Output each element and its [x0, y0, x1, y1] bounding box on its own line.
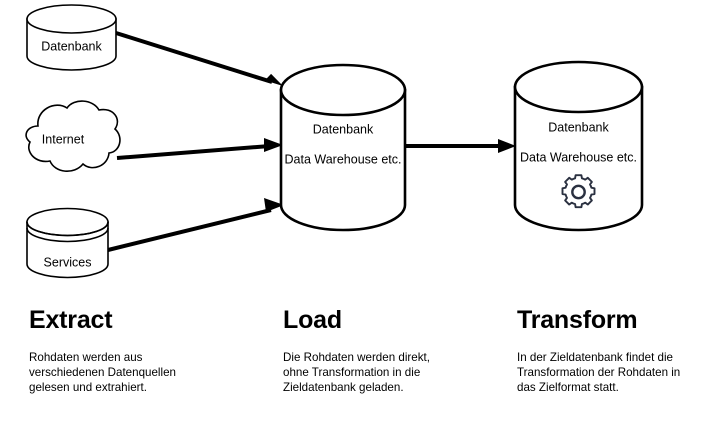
cylinder-top — [279, 63, 407, 117]
cylinder-top — [513, 60, 644, 114]
arrow-head — [498, 139, 516, 153]
datenbank-source-node[interactable]: Datenbank — [26, 4, 117, 71]
connector-services-to-load — [107, 198, 284, 252]
extract-body-text: Rohdaten werden aus verschiedenen Datenq… — [29, 351, 176, 395]
gear-center-hole — [571, 184, 586, 200]
load-body-text: Die Rohdaten werden direkt, ohne Transfo… — [283, 351, 430, 395]
transform-target-node[interactable]: Datenbank Data Warehouse etc. — [513, 60, 644, 232]
transform-body-text: In der Zieldatenbank findet die Transfor… — [517, 351, 681, 395]
internet-source-node[interactable]: Internet — [25, 100, 121, 172]
cylinder-body — [279, 88, 407, 232]
load-heading: Load — [283, 306, 342, 334]
disk-stack-ridge-1 — [26, 221, 109, 237]
connector-line — [107, 208, 272, 252]
connector-internet-to-load — [116, 138, 283, 160]
load-target-label-line1: Datenbank — [313, 122, 374, 136]
transform-target-label-line2: Data Warehouse etc. — [520, 150, 637, 164]
cloud-body — [25, 100, 121, 172]
arrow-head — [264, 138, 283, 152]
services-source-node[interactable]: Services — [26, 207, 109, 279]
arrow-head — [264, 73, 283, 86]
disk-stack-body — [26, 221, 109, 279]
disk-stack-ridge-2 — [26, 227, 109, 243]
connector-line — [116, 144, 271, 160]
load-target-label-line2: Data Warehouse etc. — [285, 152, 402, 166]
connector-line — [115, 31, 273, 84]
arrow-head — [264, 198, 284, 212]
services-source-label: Services — [44, 255, 92, 269]
internet-source-label: Internet — [42, 132, 85, 146]
cylinder-top — [26, 4, 117, 34]
transform-target-label-line1: Datenbank — [548, 120, 609, 134]
gear-outline — [561, 174, 596, 209]
cylinder-body — [513, 85, 644, 232]
connector-datenbank-to-load — [115, 31, 283, 86]
connector-load-to-transform — [406, 139, 516, 153]
extract-heading: Extract — [29, 306, 113, 334]
load-target-node[interactable]: Datenbank Data Warehouse etc. — [279, 63, 407, 232]
datenbank-source-label: Datenbank — [41, 39, 102, 53]
transform-heading: Transform — [517, 306, 638, 334]
gear-icon — [561, 174, 596, 209]
